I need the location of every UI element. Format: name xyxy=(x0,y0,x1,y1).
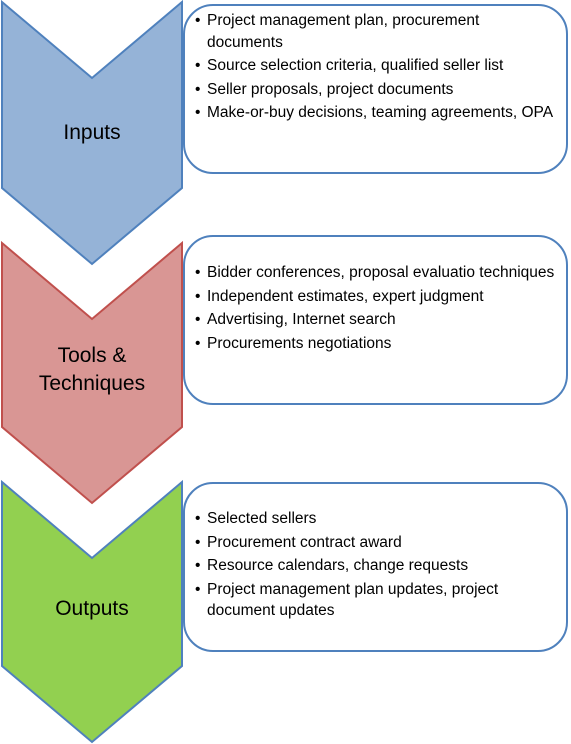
inputs-label: Inputs xyxy=(63,121,121,144)
outputs-item: Project management plan updates, project… xyxy=(195,579,558,622)
outputs-chevron xyxy=(1,479,183,744)
tools-label: Tools &Techniques xyxy=(38,344,146,395)
inputs-chevron xyxy=(1,0,183,266)
inputs-item: Make-or-buy decisions, teaming agreement… xyxy=(195,102,558,124)
outputs-box: Selected sellers Procurement contract aw… xyxy=(183,482,568,652)
tools-chevron xyxy=(1,240,183,505)
tools-box: Bidder conferences, proposal evaluatio t… xyxy=(183,235,568,405)
outputs-item: Resource calendars, change requests xyxy=(195,555,558,577)
inputs-list: Project management plan, procurement doc… xyxy=(195,10,558,124)
tools-list: Bidder conferences, proposal evaluatio t… xyxy=(195,262,558,354)
outputs-item: Selected sellers xyxy=(195,508,558,530)
inputs-item: Seller proposals, project documents xyxy=(195,79,558,101)
outputs-item: Procurement contract award xyxy=(195,532,558,554)
inputs-item: Project management plan, procurement doc… xyxy=(195,10,558,53)
outputs-list: Selected sellers Procurement contract aw… xyxy=(195,508,558,622)
outputs-label: Outputs xyxy=(55,597,129,620)
inputs-box: Project management plan, procurement doc… xyxy=(183,4,568,174)
tools-item: Bidder conferences, proposal evaluatio t… xyxy=(195,262,558,284)
tools-item: Advertising, Internet search xyxy=(195,309,558,331)
inputs-item: Source selection criteria, qualified sel… xyxy=(195,55,558,77)
tools-item: Independent estimates, expert judgment xyxy=(195,286,558,308)
tools-item: Procurements negotiations xyxy=(195,333,558,355)
